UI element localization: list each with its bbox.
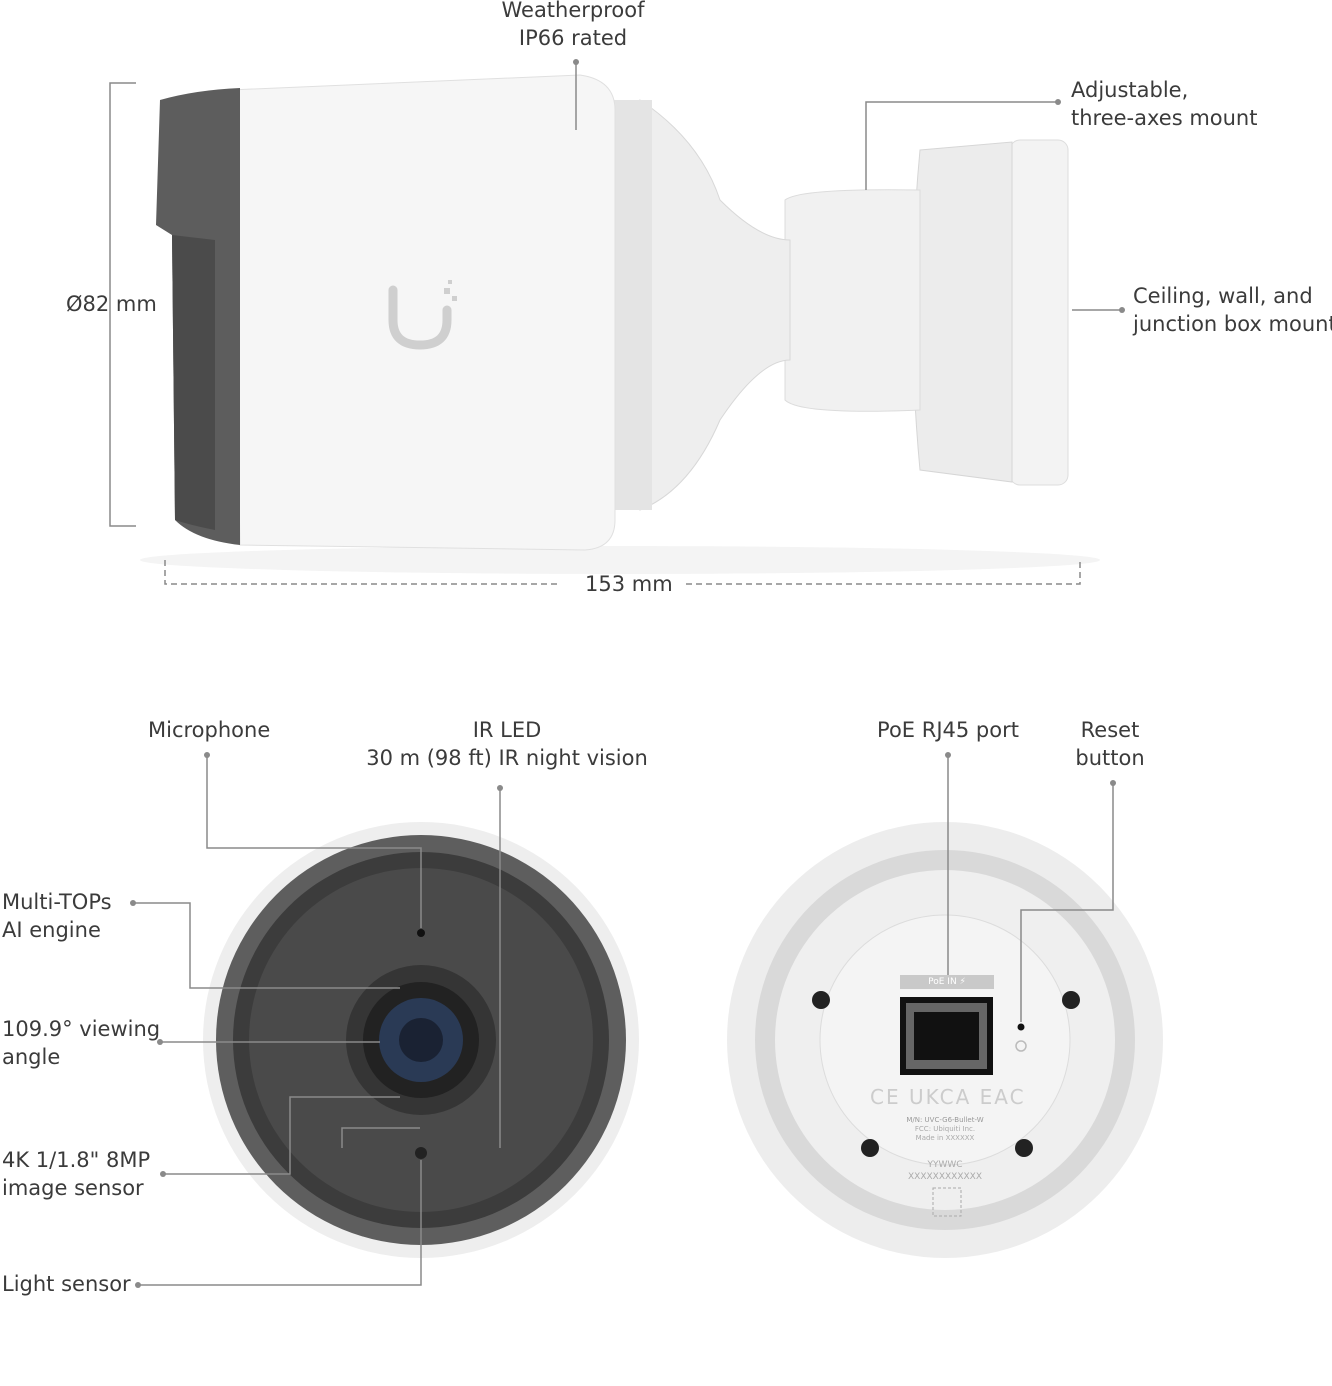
weatherproof-label: Weatherproof IP66 rated [473,0,673,52]
weatherproof-line2: IP66 rated [518,26,628,50]
cert-marks: CE UKCA EAC [870,1085,1026,1109]
ai-engine-line2: AI engine [2,918,101,942]
ubiquiti-logo [388,285,452,350]
model-number: M/N: UVC-G6-Bullet-W [906,1116,984,1124]
viewing-angle-label: 109.9° viewing angle [2,1015,160,1071]
reset-line1: Reset [1080,718,1140,742]
ir-led-line1: IR LED [472,718,542,742]
reset-line2: button [1075,746,1145,770]
fcc-text: FCC: Ubiquiti Inc. [914,1125,976,1133]
camera-back-view [727,822,1163,1258]
viewing-angle-line1: 109.9° viewing [2,1017,161,1041]
date-code: YYWWC [927,1160,963,1170]
length-label: 153 mm [585,572,673,596]
ai-engine-line1: Multi-TOPs [2,890,112,914]
ai-engine-label: Multi-TOPs AI engine [2,888,112,944]
mount-line2: three-axes mount [1071,106,1258,130]
viewing-angle-line2: angle [2,1045,61,1069]
weatherproof-line1: Weatherproof [501,0,645,22]
image-sensor-line2: image sensor [2,1176,144,1200]
mount-label: Adjustable, three-axes mount [1071,76,1257,132]
diameter-label: Ø82 mm [66,292,157,316]
microphone-label: Microphone [148,718,271,742]
ceiling-mount-label: Ceiling, wall, and junction box mount [1133,282,1332,338]
camera-side-view [140,74,1100,574]
light-sensor-label: Light sensor [2,1272,131,1296]
ir-led-label: IR LED 30 m (98 ft) IR night vision [357,716,657,772]
made-in-text: Made in XXXXXX [915,1134,975,1142]
image-sensor-label: 4K 1/1.8" 8MP image sensor [2,1146,150,1202]
ceiling-line1: Ceiling, wall, and [1133,284,1313,308]
ir-led-line2: 30 m (98 ft) IR night vision [366,746,648,770]
image-sensor-line1: 4K 1/1.8" 8MP [2,1148,151,1172]
ceiling-line2: junction box mount [1133,312,1332,336]
serial-number: XXXXXXXXXXXX [908,1172,982,1182]
camera-front-view [203,822,639,1258]
mount-line1: Adjustable, [1071,78,1189,102]
port-label: PoE IN ⚡ [928,977,966,987]
reset-button-label: Reset button [1050,716,1170,772]
poe-port-label: PoE RJ45 port [877,718,1019,742]
